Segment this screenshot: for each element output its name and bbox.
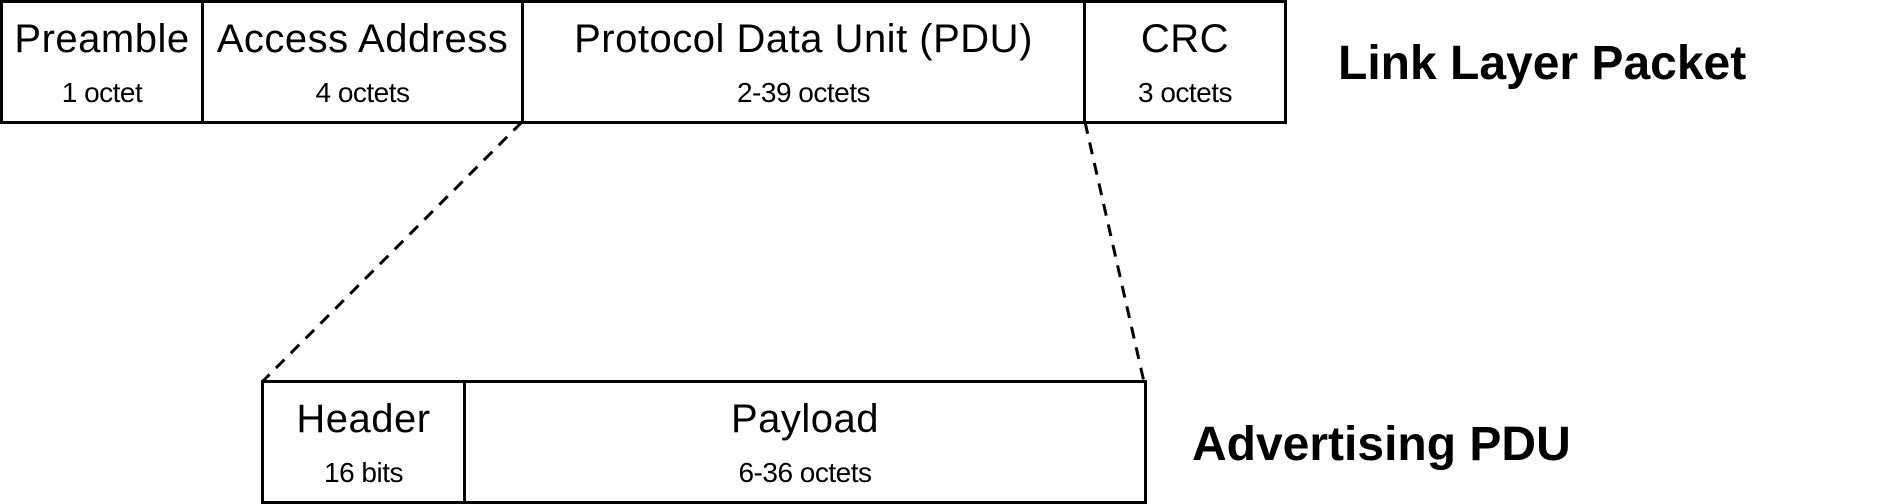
field-size: 3 octets	[1137, 77, 1233, 108]
field-name: Header	[296, 397, 431, 441]
field-size: 2-39 octets	[736, 77, 871, 108]
field-pdu: Protocol Data Unit (PDU) 2-39 octets	[521, 0, 1086, 124]
field-size: 16 bits	[324, 457, 404, 488]
field-name: CRC	[1140, 17, 1230, 61]
field-crc: CRC 3 octets	[1083, 0, 1287, 124]
advertising-pdu-label: Advertising PDU	[1192, 418, 1571, 471]
field-size: 4 octets	[315, 77, 410, 108]
connector-left-dashed-line	[260, 120, 524, 384]
field-name: Access Address	[216, 17, 509, 61]
link-layer-packet-label: Link Layer Packet	[1338, 37, 1747, 90]
connector-right-dashed-line	[1083, 121, 1146, 383]
field-name: Protocol Data Unit (PDU)	[574, 17, 1033, 61]
field-access-address: Access Address 4 octets	[201, 0, 524, 124]
field-preamble: Preamble 1 octet	[0, 0, 204, 124]
field-name: Preamble	[14, 17, 190, 61]
field-payload: Payload 6-36 octets	[463, 380, 1147, 504]
field-header: Header 16 bits	[261, 380, 466, 504]
field-name: Payload	[730, 397, 880, 441]
field-size: 6-36 octets	[738, 457, 872, 488]
field-size: 1 octet	[61, 77, 143, 108]
